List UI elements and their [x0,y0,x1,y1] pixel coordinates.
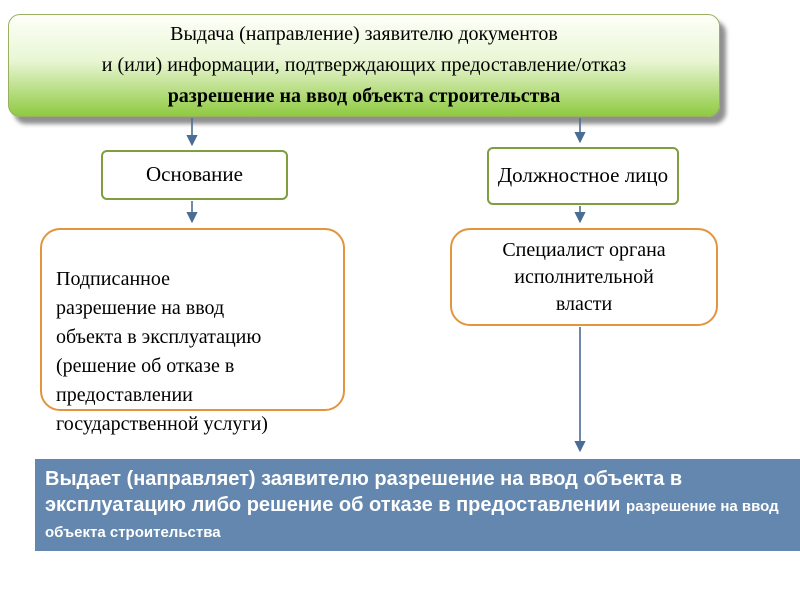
document-box: Подписанное разрешение на ввод объекта в… [40,228,345,435]
basis-header-label: Основание [146,162,243,187]
document-text: Подписанное разрешение на ввод объекта в… [56,268,268,435]
action-text-small: разрешение на ввод объекта строительства [45,498,779,541]
action-text-main: Выдает (направляет) заявителю разрешение… [45,468,683,516]
basis-header-box: Основание [101,150,288,200]
specialist-box: Специалист органа исполнительной власти [450,228,718,326]
title-line-3: разрешение на ввод объекта строительства [167,85,561,107]
title-line-2: и (или) информации, подтверждающих предо… [101,54,627,76]
specialist-text: Специалист органа исполнительной власти [502,238,666,315]
title-line-1: Выдача (направление) заявителю документо… [170,23,558,45]
title-box: Выдача (направление) заявителю документо… [8,14,720,117]
official-header-box: Должностное лицо [487,147,679,205]
action-bar: Выдает (направляет) заявителю разрешение… [35,459,800,551]
official-header-label: Должностное лицо [497,163,669,188]
